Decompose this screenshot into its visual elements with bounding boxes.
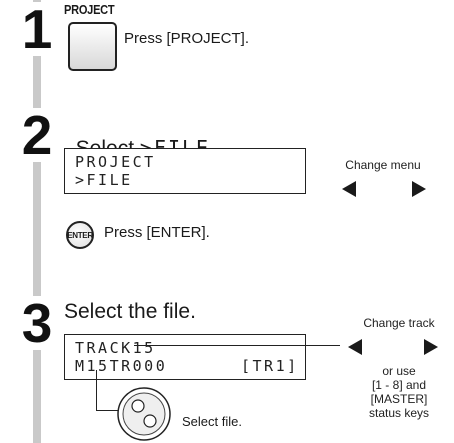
- alt-line-2: [1 - 8] and: [371, 378, 427, 392]
- lcd-line-1: PROJECT: [75, 153, 156, 171]
- lcd-display-track: TRACK15 M15TR000 [TR1]: [64, 334, 306, 380]
- left-triangle-arrow-icon[interactable]: [346, 338, 364, 356]
- step-1-instruction: Press [PROJECT].: [124, 30, 250, 47]
- project-button[interactable]: [68, 22, 117, 71]
- dial-instruction: Select file.: [182, 414, 242, 429]
- lcd-display-menu: PROJECT >FILE: [64, 148, 306, 194]
- change-menu-label: Change menu: [345, 158, 421, 172]
- step-2-enter-instruction: Press [ENTER].: [104, 224, 210, 241]
- callout-line-file: [96, 370, 97, 410]
- right-triangle-arrow-icon[interactable]: [410, 180, 428, 198]
- project-button-caption: PROJECT: [64, 2, 115, 17]
- enter-button[interactable]: ENTER: [66, 221, 94, 249]
- callout-line-track: [134, 345, 340, 346]
- step-3-number: 3: [20, 292, 54, 354]
- step-3-heading: Select the file.: [64, 300, 196, 323]
- alt-line-3: [MASTER]: [370, 392, 428, 406]
- alt-line-1: or use: [382, 364, 416, 378]
- callout-line-file-horizontal: [96, 410, 118, 411]
- left-triangle-arrow-icon[interactable]: [340, 180, 358, 198]
- alternative-keys-note: or use [1 - 8] and [MASTER] status keys: [345, 364, 453, 420]
- lcd-file-name: M15TR000: [75, 357, 168, 375]
- step-1-number: 1: [20, 0, 54, 60]
- lcd-track-indicator: [TR1]: [241, 357, 299, 375]
- change-track-label: Change track: [363, 316, 435, 330]
- lcd-track-line: TRACK15: [75, 339, 156, 357]
- right-triangle-arrow-icon[interactable]: [422, 338, 440, 356]
- lcd-line-2: >FILE: [75, 171, 133, 189]
- step-2-number: 2: [20, 104, 54, 166]
- step-guide-bar: [33, 0, 41, 443]
- jog-dial-icon[interactable]: [116, 386, 172, 442]
- alt-line-4: status keys: [368, 406, 430, 420]
